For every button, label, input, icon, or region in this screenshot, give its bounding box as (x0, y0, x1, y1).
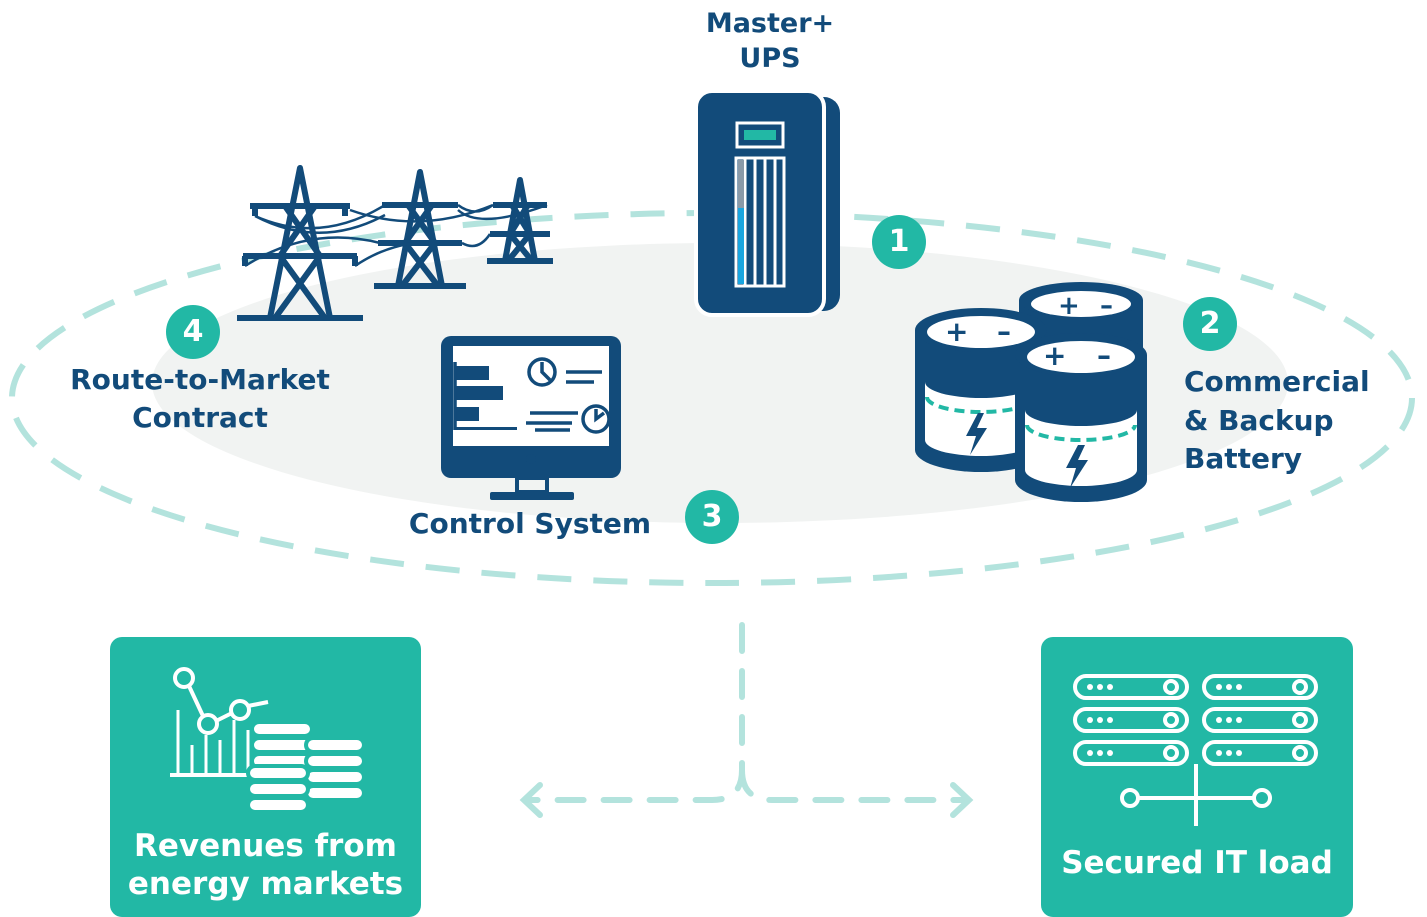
battery-label-line3: Battery (1184, 442, 1303, 476)
svg-text:–: – (1100, 291, 1113, 321)
svg-text:+: + (1043, 339, 1066, 372)
battery-label: Commercial & Backup Battery (1184, 363, 1414, 479)
flow-connector (519, 622, 974, 818)
svg-text:+: + (945, 315, 968, 348)
ups-label: Master+ UPS (700, 6, 840, 76)
svg-text:–: – (997, 315, 1011, 348)
chart-coins-icon (170, 667, 269, 777)
ups-cabinet-icon (694, 89, 840, 317)
revenue-card-label: Revenues from energy markets (110, 828, 421, 904)
revenue-card (110, 637, 421, 917)
server-rack-icon (1073, 674, 1318, 826)
svg-text:+: + (1058, 291, 1080, 321)
transmission-tower-icon (237, 165, 553, 321)
battery-icon: + – + – + – (915, 282, 1147, 502)
monitor-dashboard-icon (441, 336, 621, 500)
control-system-label: Control System (408, 507, 652, 540)
step-badge-1: 1 (872, 215, 926, 269)
route-label-line2: Contract (132, 401, 268, 435)
step-badge-2: 2 (1183, 297, 1237, 351)
route-label-line1: Route-to-Market (70, 363, 330, 396)
step-badge-4: 4 (166, 305, 220, 359)
step-badge-3: 3 (685, 490, 739, 544)
coins-stack (246, 720, 366, 814)
battery-label-line2: & Backup (1184, 403, 1334, 437)
svg-text:–: – (1097, 339, 1111, 372)
ups-label-line2: UPS (739, 43, 801, 75)
route-label: Route-to-Market Contract (55, 361, 345, 437)
secured-card (1041, 637, 1353, 917)
revenue-card-line1: Revenues from (134, 828, 397, 864)
secured-card-label: Secured IT load (1061, 845, 1333, 881)
battery-label-line1: Commercial (1184, 365, 1370, 398)
revenue-card-line2: energy markets (127, 865, 404, 902)
ups-label-line1: Master+ (705, 8, 835, 39)
